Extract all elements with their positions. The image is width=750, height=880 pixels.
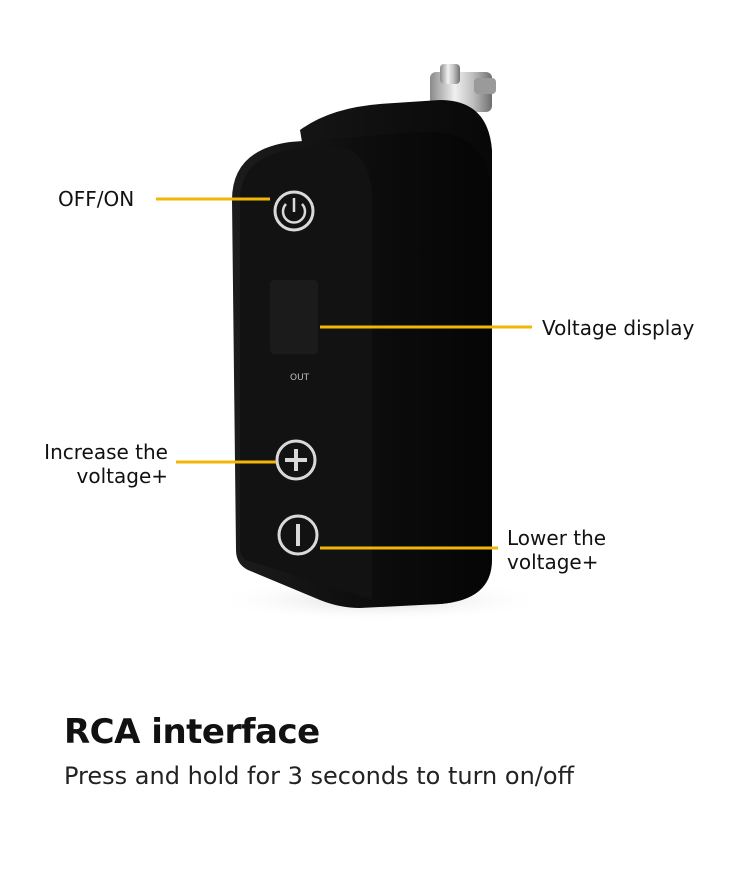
callout-lower-line1: Lower the [507,526,607,550]
power-button-graphic [273,190,315,232]
minus-button-graphic [277,514,319,556]
callout-power-label: OFF/ON [58,187,135,211]
rca-connector [430,64,496,112]
callout-display-label: Voltage display [542,316,695,340]
plus-button-graphic [275,439,317,481]
front-panel [240,146,372,600]
callout-increase-line1: Increase the [44,440,168,464]
callout-increase-line2: voltage+ [76,464,168,488]
callout-increase-label: Increase the voltage+ [30,440,168,488]
panel-out-label: OUT [290,373,310,383]
voltage-display-window [270,280,318,354]
caption-description: Press and hold for 3 seconds to turn on/… [64,762,575,790]
caption-title: RCA interface [64,712,320,752]
callout-lower-line2: voltage+ [507,550,599,574]
callout-lower-label: Lower the voltage+ [507,526,606,574]
